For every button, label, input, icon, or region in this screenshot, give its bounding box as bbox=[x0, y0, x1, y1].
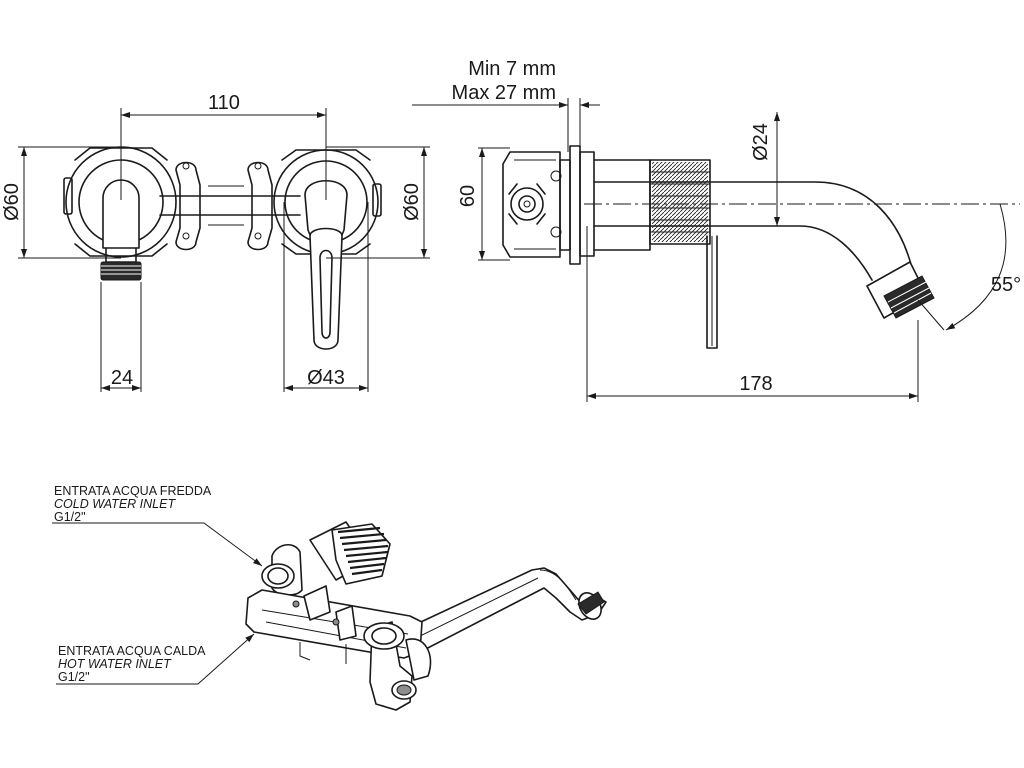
mounting-bracket bbox=[159, 161, 301, 251]
cold-inlet-en-text: COLD WATER INLET bbox=[54, 497, 176, 511]
cold-inlet-it-text: ENTRATA ACQUA FREDDA bbox=[54, 484, 212, 498]
dim-angle-text: 55° bbox=[991, 274, 1021, 296]
cold-inlet-thread-text: G1/2" bbox=[54, 510, 86, 524]
dim-left-diameter-text: Ø60 bbox=[1, 183, 23, 221]
hot-inlet-label: ENTRATA ACQUA CALDA HOT WATER INLET G1/2… bbox=[58, 644, 206, 684]
iso-leaders bbox=[52, 522, 263, 685]
right-body bbox=[273, 149, 382, 350]
side-view: Min 7 mm Max 27 mm 60 Ø24 55° 178 bbox=[412, 58, 1021, 402]
hot-inlet-it-text: ENTRATA ACQUA CALDA bbox=[58, 644, 206, 658]
isometric-view: ENTRATA ACQUA FREDDA COLD WATER INLET G1… bbox=[52, 484, 607, 711]
dim-width-text: 110 bbox=[208, 92, 240, 114]
dim-right-diameter-text: Ø60 bbox=[401, 183, 423, 221]
wall-min-text: Min 7 mm bbox=[468, 58, 556, 80]
iso-body bbox=[245, 544, 432, 711]
dim-spout-diameter-text: Ø24 bbox=[750, 123, 772, 161]
dim-outlet-text: 24 bbox=[111, 367, 133, 389]
left-body bbox=[63, 146, 177, 281]
threaded-sleeve bbox=[649, 159, 711, 245]
side-lever bbox=[706, 235, 718, 349]
front-dimensions: 110 Ø60 Ø60 24 Ø43 bbox=[1, 92, 430, 392]
side-body bbox=[502, 145, 651, 265]
dim-height-text: 60 bbox=[457, 185, 479, 207]
iso-threaded-sleeve bbox=[309, 521, 391, 585]
dim-length-text: 178 bbox=[739, 373, 772, 395]
hot-inlet-en-text: HOT WATER INLET bbox=[58, 657, 172, 671]
hot-inlet-thread-text: G1/2" bbox=[58, 670, 90, 684]
side-dimensions: Min 7 mm Max 27 mm 60 Ø24 55° 178 bbox=[412, 58, 1021, 402]
wall-max-text: Max 27 mm bbox=[452, 82, 556, 104]
iso-spout bbox=[407, 567, 607, 653]
front-view: 110 Ø60 Ø60 24 Ø43 bbox=[1, 92, 430, 392]
spout bbox=[584, 181, 1020, 319]
dim-handle-text: Ø43 bbox=[307, 367, 345, 389]
cold-inlet-label: ENTRATA ACQUA FREDDA COLD WATER INLET G1… bbox=[54, 484, 212, 524]
